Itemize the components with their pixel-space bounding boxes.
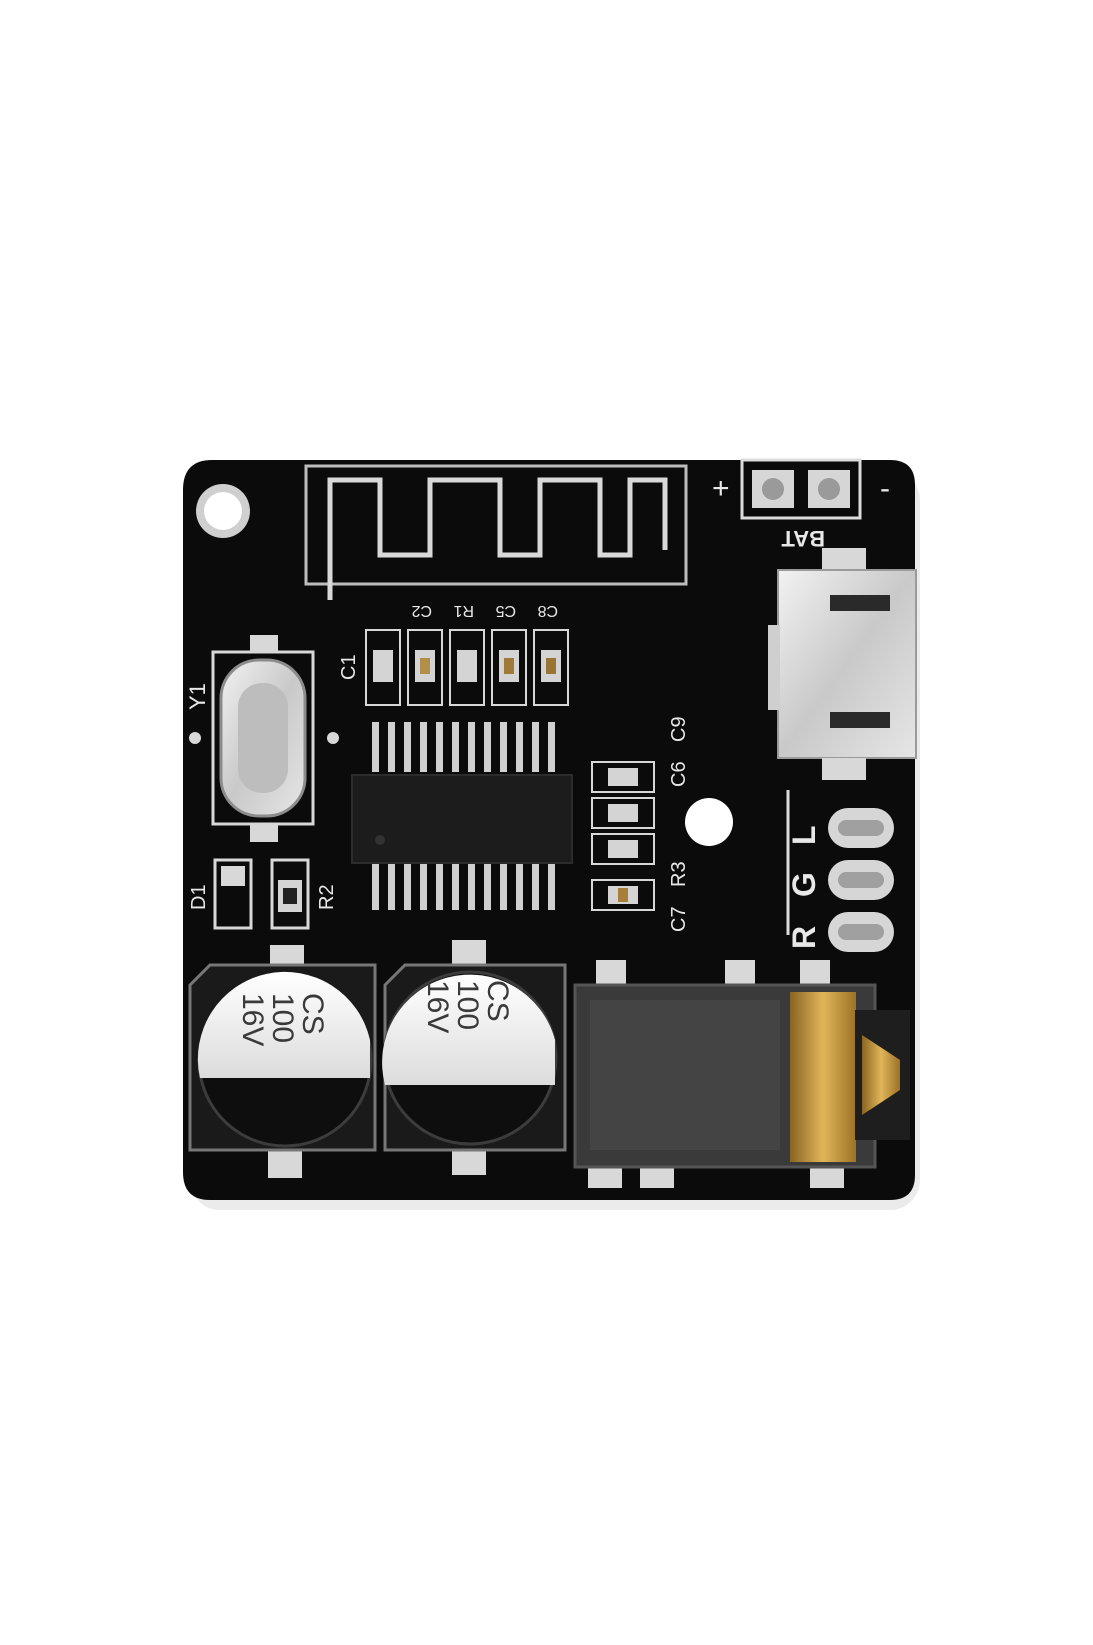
capacitor-right [382,940,567,1175]
capacitor-left-label: CS 100 16V [236,993,329,1046]
led-and-resistor [213,858,310,930]
svg-text:CS: CS [296,993,329,1035]
capacitor-left [188,945,377,1178]
silk-c7: C7 [668,906,690,932]
silk-c6: C6 [668,761,690,787]
smd-column-right [591,761,655,911]
battery-header [740,458,862,520]
pcb-antenna [304,464,688,600]
silk-l: L [786,825,822,845]
silk-r1: R1 [453,602,474,619]
silk-minus: - [880,472,890,505]
silk-c5: C5 [495,602,516,619]
svg-text:100: 100 [451,980,484,1030]
silk-r3: R3 [668,861,690,887]
silk-plus: + [712,472,730,505]
silk-r: R [786,926,822,949]
svg-text:16V: 16V [421,980,454,1033]
silk-bat: BAT [781,526,825,551]
silk-c1: C1 [338,654,360,680]
svg-text:100: 100 [266,993,299,1043]
smd-capacitor-row [365,629,569,706]
via-hole [685,798,733,846]
silk-g: G [786,872,822,897]
silk-r2: R2 [316,884,338,910]
capacitor-right-label: CS 100 16V [421,980,514,1033]
micro-usb-port [768,548,917,780]
crystal-oscillator [189,635,339,842]
silk-c8: C8 [537,602,558,619]
svg-text:CS: CS [481,980,514,1022]
audio-jack [573,960,910,1188]
silk-d1: D1 [188,884,210,910]
svg-text:16V: 16V [236,993,269,1046]
bluetooth-chip [351,722,573,910]
silk-c9: C9 [668,716,690,742]
speaker-output-pads [786,790,894,952]
silk-c2: C2 [411,602,432,619]
silk-y1: Y1 [185,683,210,710]
